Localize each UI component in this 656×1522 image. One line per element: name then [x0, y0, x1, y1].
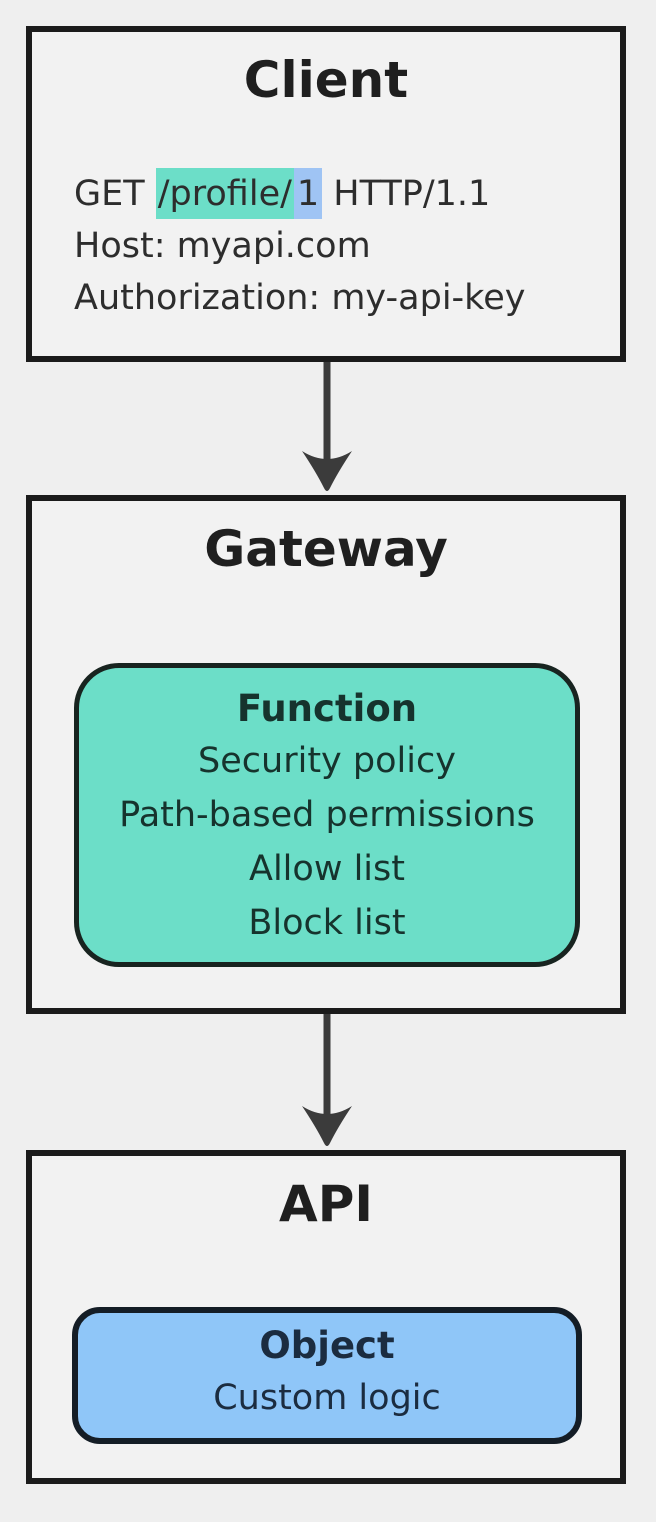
request-id-highlight: 1	[293, 167, 323, 219]
host-line: Host: myapi.com	[74, 225, 371, 266]
object-heading: Object	[259, 1324, 395, 1367]
api-node: API Object Custom logic	[26, 1150, 626, 1484]
object-item: Custom logic	[213, 1378, 441, 1418]
client-request-block: GET /profile/1 HTTP/1.1 Host: myapi.com …	[74, 167, 620, 324]
function-item: Allow list	[249, 849, 405, 889]
request-method: GET	[74, 173, 156, 214]
gateway-node: Gateway Function Security policy Path-ba…	[26, 495, 626, 1014]
function-item: Path-based permissions	[119, 795, 535, 835]
client-node: Client GET /profile/1 HTTP/1.1 Host: mya…	[26, 26, 626, 362]
function-item: Block list	[248, 903, 406, 943]
api-title: API	[279, 1175, 373, 1233]
request-protocol: HTTP/1.1	[322, 173, 491, 214]
function-pill: Function Security policy Path-based perm…	[74, 663, 580, 967]
function-heading: Function	[236, 687, 418, 730]
request-line: GET /profile/1 HTTP/1.1	[74, 167, 620, 220]
object-pill: Object Custom logic	[72, 1307, 582, 1444]
arrow-down-icon	[302, 362, 352, 491]
function-item: Security policy	[198, 741, 456, 781]
authorization-line: Authorization: my-api-key	[74, 277, 526, 318]
client-title: Client	[243, 51, 409, 109]
gateway-title: Gateway	[204, 520, 448, 578]
arrow-down-icon	[302, 1014, 352, 1146]
request-path-highlight: /profile/	[155, 167, 294, 219]
